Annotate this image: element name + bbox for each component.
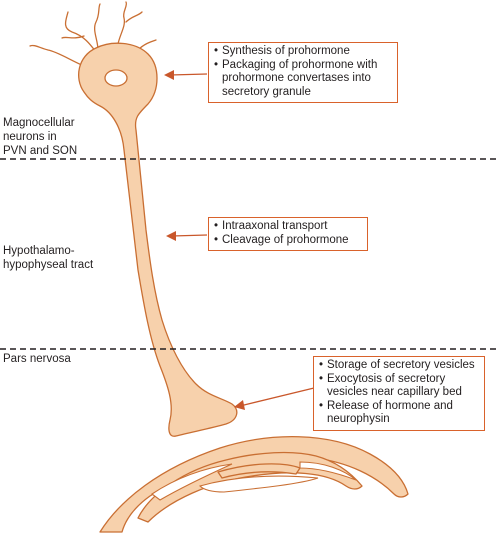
callout-item: Storage of secretory vesicles: [319, 359, 479, 373]
region-label-magnocellular: Magnocellular neurons in PVN and SON: [3, 117, 78, 157]
region-label-pars-nervosa: Pars nervosa: [3, 353, 71, 365]
capillary-lumens: [151, 461, 357, 501]
callout-item: Cleavage of prohormone: [214, 234, 362, 248]
callout-item: Synthesis of prohormone: [214, 45, 392, 59]
region-label-hypothalamo-hypophyseal-tract: Hypothalamo- hypophyseal tract: [3, 245, 94, 271]
callout-item: Exocytosis of secretory vesicles near ca…: [319, 373, 479, 400]
callout-axon: Intraaxonal transport Cleavage of prohor…: [208, 217, 368, 251]
arrow-to-terminal: [239, 387, 315, 407]
nucleus: [104, 69, 128, 87]
callout-cell-body: Synthesis of prohormone Packaging of pro…: [208, 42, 398, 103]
callout-item: Intraaxonal transport: [214, 220, 362, 234]
callout-item: Release of hormone and neurophysin: [319, 400, 479, 427]
arrow-to-cell-body: [169, 73, 208, 76]
callout-item: Packaging of prohormone with prohormone …: [214, 59, 392, 100]
neuron-cell-body-and-axon: [78, 42, 238, 437]
callout-nerve-terminal: Storage of secretory vesicles Exocytosis…: [313, 356, 485, 431]
arrow-to-axon: [171, 234, 208, 237]
arrowheads: [164, 70, 245, 410]
arrows: [169, 73, 315, 407]
